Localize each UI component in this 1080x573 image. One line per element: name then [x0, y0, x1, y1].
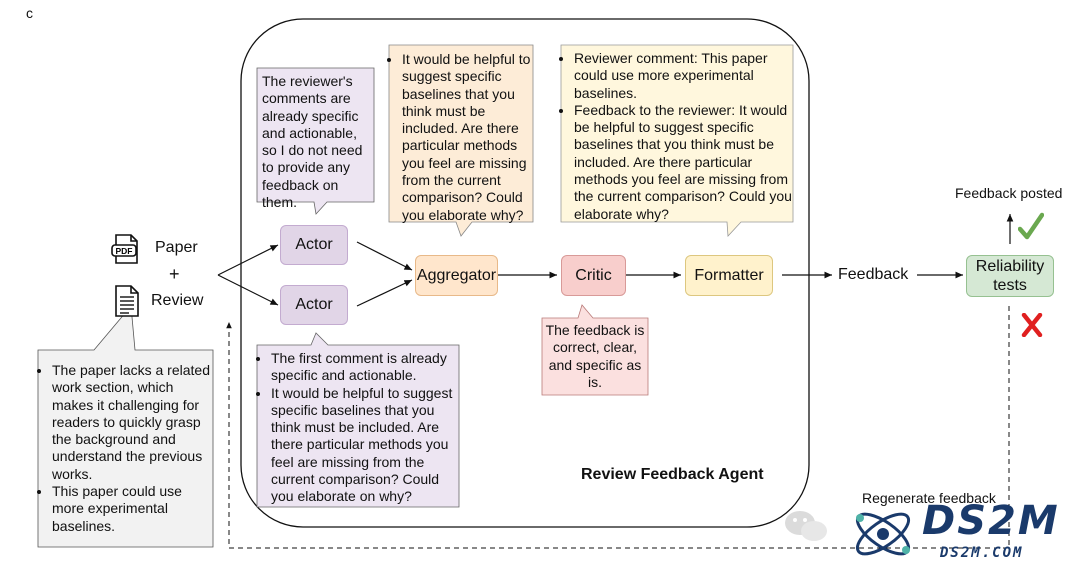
actor-top-callout-shape [256, 67, 375, 215]
reliability-tests-node: Reliability tests [966, 255, 1054, 297]
actor-top-callout: The reviewer's comments are already spec… [262, 73, 363, 211]
cross-icon [1021, 312, 1043, 338]
agent-title: Review Feedback Agent [581, 466, 764, 483]
pdf-icon-text: PDF [116, 246, 133, 256]
panel-label: c [26, 5, 33, 21]
formatter-bullet-2: Feedback to the reviewer: It would be he… [574, 102, 792, 223]
paper-label: Paper [155, 239, 198, 256]
review-callout-shape [37, 305, 214, 548]
regenerate-feedback-label: Regenerate feedback [862, 490, 996, 506]
aggregator-bullet-1: It would be helpful to suggest specific … [402, 51, 532, 224]
feedback-posted-label: Feedback posted [955, 185, 1063, 201]
ds2m-site: DS2M.COM [940, 545, 1024, 561]
formatter-node: Formatter [685, 255, 773, 296]
actor-bottom-bullet-2: It would be helpful to suggest specific … [271, 385, 457, 506]
formatter-bullet-1: Reviewer comment: This paper could use m… [574, 50, 792, 102]
feedback-label: Feedback [838, 266, 909, 283]
actor-bottom-bullet-1: The first comment is already specific an… [271, 350, 457, 385]
review-bullet-1: The paper lacks a related work section, … [52, 362, 210, 483]
reliability-line-2: tests [993, 277, 1027, 294]
review-callout: The paper lacks a related work section, … [40, 362, 210, 535]
agent-container [240, 18, 810, 528]
critic-callout: The feedback is correct, clear, and spec… [545, 322, 645, 390]
aggregator-node: Aggregator [415, 255, 498, 296]
document-icon [113, 284, 141, 318]
check-icon [1017, 212, 1045, 242]
review-label: Review [151, 292, 204, 309]
actor-node-top: Actor [280, 225, 348, 265]
actor-node-bottom: Actor [280, 285, 348, 325]
critic-callout-shape [541, 304, 649, 396]
aggregator-callout: It would be helpful to suggest specific … [390, 51, 532, 224]
ds2m-brand: DS2M [922, 498, 1060, 544]
reliability-line-1: Reliability [975, 258, 1045, 275]
formatter-callout: Reviewer comment: This paper could use m… [562, 50, 792, 223]
critic-node: Critic [561, 255, 626, 296]
plus-sign: + [169, 264, 180, 284]
formatter-callout-shape [560, 44, 794, 237]
actor-bottom-callout-shape [256, 332, 460, 508]
ds2m-logo-icon [848, 500, 918, 568]
review-bullet-2: This paper could use more experimental b… [52, 483, 210, 535]
actor-bottom-callout: The first comment is already specific an… [259, 350, 457, 506]
aggregator-callout-shape [388, 44, 534, 237]
pdf-icon: PDF [110, 233, 142, 265]
wechat-watermark-icon [782, 506, 832, 546]
